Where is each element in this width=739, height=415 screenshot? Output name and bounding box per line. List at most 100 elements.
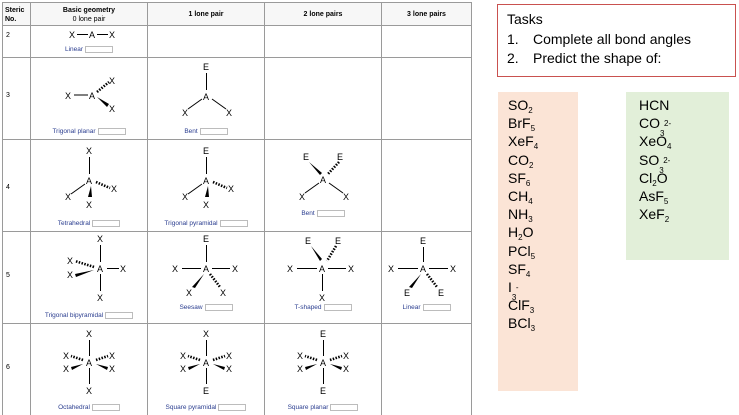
molecule-trigonal-planar-diagram: X A X X xyxy=(65,76,115,114)
shape-label: Linear xyxy=(402,304,421,311)
bond-angle-input[interactable] xyxy=(316,210,345,217)
atom-x: X xyxy=(297,351,303,361)
bond-angle-input[interactable] xyxy=(330,404,359,411)
shape-label: Trigonal pyramidal xyxy=(164,220,218,227)
tasks-title: Tasks xyxy=(507,11,543,27)
formula-base: SO xyxy=(508,97,529,113)
lone-pair-e: E xyxy=(335,236,341,246)
lone-pair-e: E xyxy=(438,288,444,298)
shape-answer-row: Bent xyxy=(149,128,264,135)
atom-x: X xyxy=(65,91,71,101)
molecule-formula: ClF3 xyxy=(508,296,578,316)
molecule-formula: CO2 xyxy=(508,151,578,170)
task-text: Complete all bond angles xyxy=(533,31,691,47)
atom-x: X xyxy=(186,288,192,298)
bond-angle-input[interactable] xyxy=(323,304,352,311)
formula-base: SF xyxy=(508,169,526,186)
bond-angle-input[interactable] xyxy=(422,304,451,311)
shape-answer-row: Tetrahedral xyxy=(32,220,147,227)
atom-x: X xyxy=(109,30,115,40)
formula-base: SF xyxy=(508,260,526,277)
molecule-formula: PCl5 xyxy=(508,242,578,261)
tasks-box: Tasks 1. Complete all bond angles 2. Pre… xyxy=(497,4,736,77)
cell-t-shaped: E E A X X X T-shaped xyxy=(264,231,382,324)
header-one-lone-pair: 1 lone pair xyxy=(147,2,265,26)
bond-angle-input[interactable] xyxy=(204,304,233,311)
table-row: 2 X A X Linear xyxy=(2,25,472,58)
shape-label: T-shaped xyxy=(294,304,322,311)
molecule-trigonal-pyramidal-diagram: E A X X X xyxy=(182,146,234,210)
lone-pair-e: E xyxy=(404,288,410,298)
bond-angle-input[interactable] xyxy=(199,128,228,135)
header-basic-line2: 0 lone pair xyxy=(72,15,106,23)
molecule-square-planar-diagram: E A X X X X E xyxy=(297,329,349,396)
task-item: 1. Complete all bond angles xyxy=(507,30,735,49)
atom-x: X xyxy=(172,264,178,274)
atom-x: X xyxy=(299,192,305,202)
formula-subscript: 4 xyxy=(525,269,531,279)
atom-x: X xyxy=(65,192,71,202)
shape-answer-row: T-shaped xyxy=(266,304,381,311)
formula-base: BCl xyxy=(508,315,531,332)
molecule-formula: BrF5 xyxy=(508,114,578,133)
molecule-formula: XeF4 xyxy=(508,132,578,151)
atom-a: A xyxy=(319,264,325,274)
atom-x: X xyxy=(63,364,69,374)
atom-x: X xyxy=(97,234,103,244)
cell-trigonal-pyramidal: E A X X X Trigonal pyramidal xyxy=(147,139,265,232)
atom-x: X xyxy=(232,264,238,274)
bond-angle-input[interactable] xyxy=(218,404,247,411)
header-steric-no: Steric No. xyxy=(2,2,31,26)
atom-x: X xyxy=(67,256,73,266)
formula-subscript: 3 xyxy=(529,306,535,316)
atom-x: X xyxy=(343,364,349,374)
cell-square-pyramidal: X A X X X X E Square pyramidal xyxy=(147,323,265,415)
shape-answer-row: Linear xyxy=(383,304,471,311)
atom-x: X xyxy=(182,108,188,118)
lone-pair-e: E xyxy=(305,236,311,246)
molecule-formula: XeF2 xyxy=(639,205,729,224)
bond-angle-input[interactable] xyxy=(97,128,126,135)
bond-angle-input[interactable] xyxy=(91,404,120,411)
shape-answer-row: Trigonal bipyramidal xyxy=(32,312,147,319)
shape-answer-row: Trigonal pyramidal xyxy=(149,220,264,227)
molecule-bent-2lp-diagram: E E A X X xyxy=(299,152,349,202)
cell-bent: E A X X Bent xyxy=(147,57,265,140)
shape-answer-row: Linear xyxy=(32,46,147,53)
cell-trigonal-bipyramidal: X A X X X X Trigonal bipyramidal xyxy=(30,231,148,324)
formula-base: ClF xyxy=(508,297,530,314)
formula-base: XeF xyxy=(508,133,534,150)
shape-label: Trigonal planar xyxy=(52,128,96,135)
atom-x: X xyxy=(180,351,186,361)
atom-x: X xyxy=(348,264,354,274)
atom-x: X xyxy=(120,264,126,274)
empty-cell xyxy=(381,25,472,58)
bond-angle-input[interactable] xyxy=(219,220,248,227)
lone-pair-e: E xyxy=(203,386,209,396)
vsepr-table: Steric No. Basic geometry 0 lone pair 1 … xyxy=(2,2,472,415)
cell-seesaw: E A X X X X Seesaw xyxy=(147,231,265,324)
atom-x: X xyxy=(287,264,293,274)
formula-base: BrF xyxy=(508,115,531,132)
formula-tail: O xyxy=(656,169,668,186)
atom-x: X xyxy=(228,184,234,194)
shape-label: Bent xyxy=(184,128,198,135)
task-text: Predict the shape of: xyxy=(533,50,662,66)
formula-base: CH xyxy=(508,188,529,205)
bond-angle-input[interactable] xyxy=(105,312,134,319)
bond-angle-input[interactable] xyxy=(85,46,114,53)
molecule-trigonal-bipyramidal-diagram: X A X X X X xyxy=(67,234,126,303)
steric-number: 4 xyxy=(2,139,31,232)
formula-base: XeO xyxy=(639,133,668,150)
cell-tetrahedral: X A X X X Tetrahedral xyxy=(30,139,148,232)
atom-x: X xyxy=(182,192,188,202)
shape-label: Square planar xyxy=(287,404,329,411)
lone-pair-e: E xyxy=(203,62,209,72)
atom-x: X xyxy=(109,104,115,114)
atom-a: A xyxy=(97,264,103,274)
atom-a: A xyxy=(86,358,92,368)
bond-angle-input[interactable] xyxy=(92,220,121,227)
